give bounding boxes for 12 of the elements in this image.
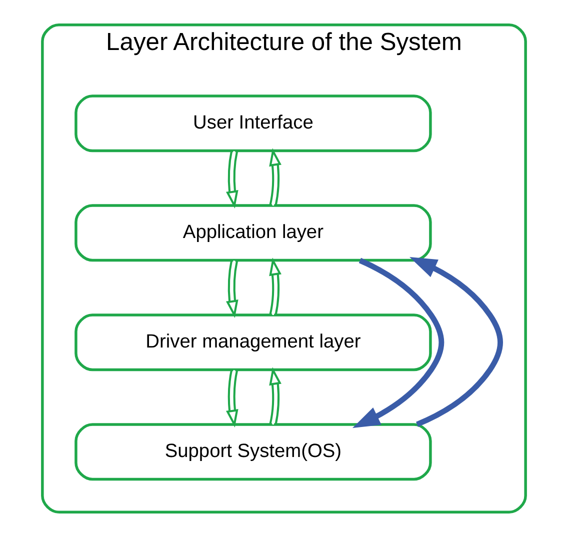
arrow [269, 367, 282, 426]
node-box: Application layer [74, 204, 432, 262]
node-box: Driver management layer [74, 314, 432, 372]
arrow [226, 260, 238, 318]
arrow [409, 257, 504, 427]
arrow [269, 258, 282, 316]
arrow [226, 369, 238, 428]
arrow [269, 148, 282, 206]
arrow [352, 258, 444, 428]
node-box: User Interface [74, 94, 432, 152]
arrow [226, 150, 238, 209]
node-box: Support System(OS) [74, 423, 432, 481]
